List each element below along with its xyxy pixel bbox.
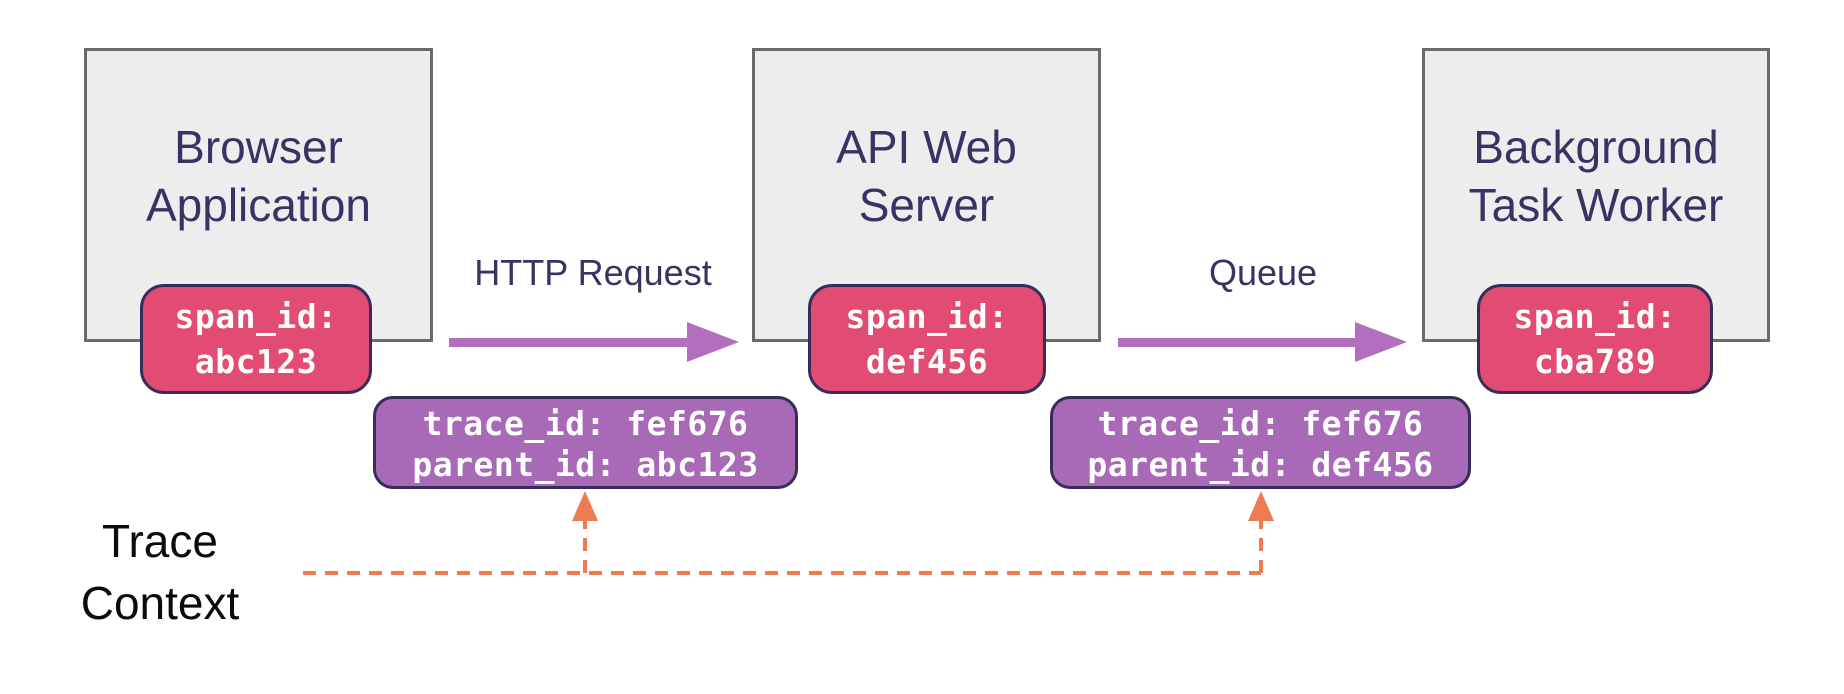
flow-arrow-right-icon xyxy=(449,322,739,362)
flow-label-http-request: HTTP Request xyxy=(474,252,712,293)
span-id-value: def456 xyxy=(865,342,989,381)
service-title-line: Background xyxy=(1473,121,1719,173)
trace-context-caption: Trace Context xyxy=(30,510,290,634)
trace-id-line: trace_id: fef676 xyxy=(1097,403,1424,443)
flow-arrow-right-icon xyxy=(1118,322,1407,362)
span-id-label: span_id: xyxy=(845,297,1009,336)
trace-context-badge-2: trace_id: fef676 parent_id: def456 xyxy=(1050,396,1471,489)
span-id-badge-api-server: span_id: def456 xyxy=(808,284,1046,394)
caption-line: Context xyxy=(80,577,240,629)
caption-line: Trace xyxy=(102,515,218,567)
span-id-badge-browser: span_id: abc123 xyxy=(140,284,372,394)
up-arrowhead-icon xyxy=(1248,491,1274,521)
service-title-line: Server xyxy=(858,179,995,231)
span-id-label: span_id: xyxy=(1513,297,1677,336)
up-arrowhead-icon xyxy=(572,491,598,521)
service-title-line: Browser xyxy=(174,121,343,173)
service-title-line: Application xyxy=(145,179,372,231)
flow-label-queue: Queue xyxy=(1208,252,1318,293)
span-id-badge-task-worker: span_id: cba789 xyxy=(1477,284,1713,394)
trace-context-badge-1: trace_id: fef676 parent_id: abc123 xyxy=(373,396,798,489)
span-id-label: span_id: xyxy=(174,297,338,336)
service-title-line: Task Worker xyxy=(1468,179,1724,231)
span-id-value: cba789 xyxy=(1533,342,1657,381)
parent-id-line: parent_id: abc123 xyxy=(412,444,759,484)
parent-id-line: parent_id: def456 xyxy=(1087,444,1434,484)
span-id-value: abc123 xyxy=(194,342,318,381)
trace-id-line: trace_id: fef676 xyxy=(422,403,749,443)
service-title-line: API Web xyxy=(836,121,1017,173)
